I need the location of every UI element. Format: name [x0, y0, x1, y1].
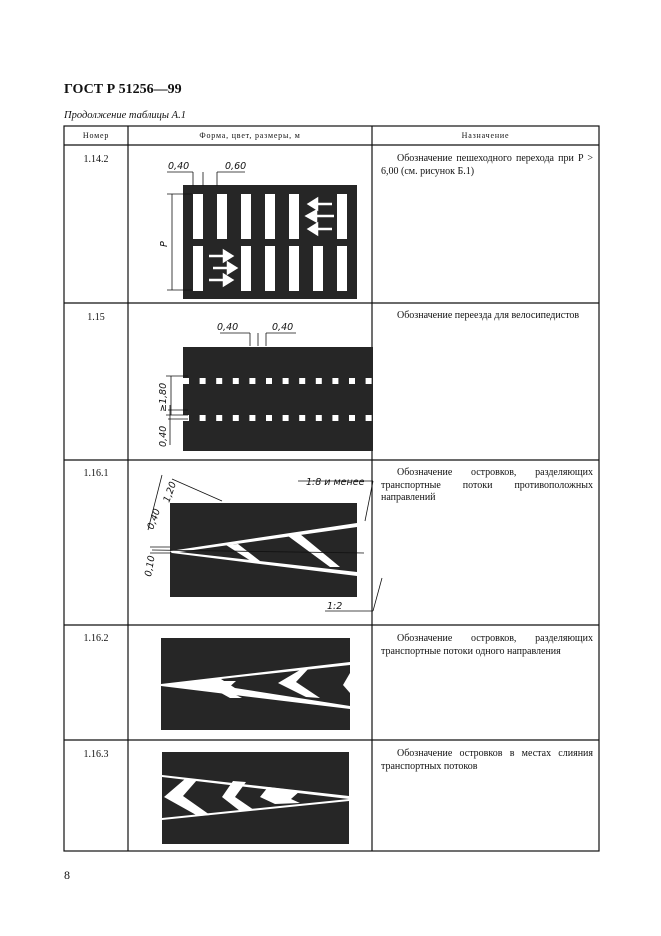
- dim-label: 0,40: [145, 507, 163, 531]
- row-number: 1.16.3: [83, 749, 109, 760]
- zebra-stripe: [241, 246, 251, 291]
- crossing-square: [332, 415, 339, 421]
- column-header-form: Форма, цвет, размеры, м: [199, 131, 301, 140]
- crossing-square: [249, 415, 256, 421]
- table-caption: Продолжение таблицы А.1: [64, 110, 186, 121]
- crossing-square: [349, 378, 355, 384]
- dim-label: 0,40: [272, 322, 293, 333]
- page-number: 8: [64, 868, 70, 882]
- zebra-stripe: [265, 246, 275, 291]
- column-header-number: Номер: [82, 131, 110, 140]
- dim-label: 0,10: [143, 555, 158, 578]
- crossing-square: [365, 378, 372, 384]
- crossing-square: [216, 415, 223, 421]
- arrows-left-icon: [304, 196, 334, 237]
- zebra-stripe: [241, 194, 251, 239]
- arrows-right-icon: [209, 248, 239, 288]
- dim-label: ≥1,80: [158, 383, 169, 412]
- row-number: 1.15: [87, 312, 105, 323]
- dim-label: P: [159, 241, 170, 247]
- zebra-stripe: [289, 194, 299, 239]
- crossing-square: [299, 378, 306, 384]
- crossing-square: [299, 415, 306, 421]
- row-description: Обозначение островков в местах слияния т…: [381, 748, 593, 772]
- crossing-square: [266, 415, 272, 421]
- row-description: Обозначение пешеходного перехода при P >…: [381, 153, 593, 177]
- zebra-stripe: [193, 194, 203, 239]
- zebra-stripe: [289, 246, 299, 291]
- crossing-square: [216, 378, 223, 384]
- drawing-island-merging: [162, 752, 349, 844]
- crossing-square: [349, 415, 355, 421]
- crossing-square: [332, 378, 339, 384]
- row-number: 1.16.1: [83, 468, 109, 479]
- zebra-stripe: [337, 194, 347, 239]
- dim-label: 1,20: [161, 480, 179, 504]
- row-description: Обозначение островков, разделяющих транс…: [381, 467, 593, 503]
- dim-label: 1:8 и менее: [306, 477, 365, 488]
- crossing-square: [365, 415, 372, 421]
- zebra-stripe: [337, 246, 347, 291]
- row-number: 1.16.2: [83, 633, 109, 644]
- dim-label: 0,40: [158, 426, 169, 447]
- drawing-island-opposite: 1,20 0,40 0,10 1:8 и менее 1:2: [143, 474, 383, 612]
- document-title: ГОСТ Р 51256—99: [64, 82, 182, 97]
- table-grid: [63, 125, 600, 852]
- crossing-square: [282, 378, 289, 384]
- drawing-pedestrian-crossing: 0,40 0,60 P: [159, 161, 357, 299]
- crossing-square: [232, 415, 239, 421]
- dim-label: 0,60: [225, 161, 246, 172]
- crossing-square: [315, 415, 322, 421]
- drawing-island-same-direction: [161, 638, 350, 730]
- dim-label: 0,40: [168, 161, 189, 172]
- crossing-square: [183, 378, 189, 384]
- crossing-square: [199, 378, 206, 384]
- zebra-stripe: [313, 246, 323, 291]
- crossing-square: [199, 415, 206, 421]
- crossing-square: [232, 378, 239, 384]
- crossing-square: [266, 378, 272, 384]
- row-number: 1.14.2: [83, 154, 109, 165]
- crossing-square: [282, 415, 289, 421]
- crossing-square: [249, 378, 256, 384]
- dim-label: 0,40: [217, 322, 238, 333]
- crossing-square: [315, 378, 322, 384]
- zebra-stripe: [265, 194, 275, 239]
- row-description: Обозначение островков, разделяющих транс…: [381, 633, 593, 657]
- drawing-cyclist-crossing: 0,40 0,40 ≥1,80 0,40: [158, 322, 373, 451]
- zebra-stripe: [217, 194, 227, 239]
- crossing-square: [183, 415, 189, 421]
- zebra-stripe: [193, 246, 203, 291]
- dim-label: 1:2: [327, 601, 342, 612]
- column-header-purpose: Назначение: [461, 131, 510, 140]
- row-description: Обозначение переезда для велосипедистов: [397, 310, 580, 321]
